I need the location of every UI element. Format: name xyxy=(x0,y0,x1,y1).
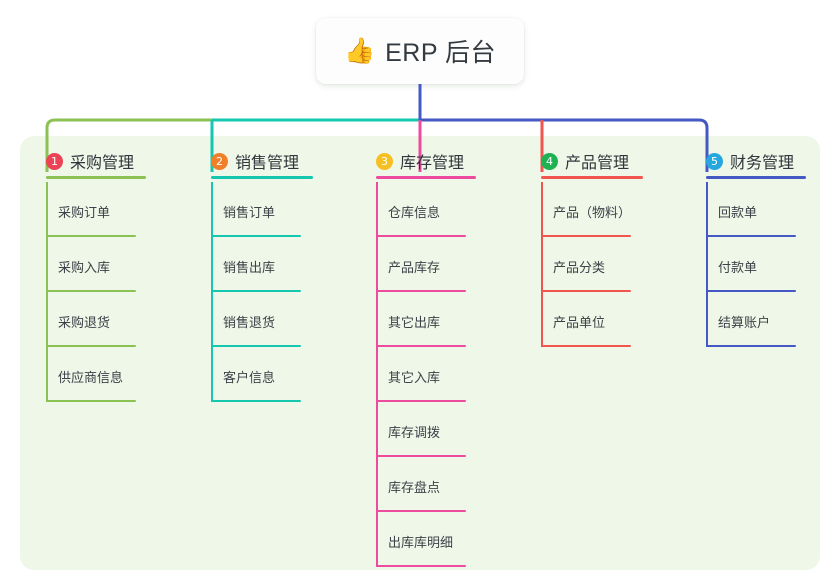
leaf-spine xyxy=(376,347,378,402)
leaf-label: 其它出库 xyxy=(388,315,441,330)
leaf-label: 产品单位 xyxy=(553,315,606,330)
leaf-spine xyxy=(706,292,708,347)
leaf-spine xyxy=(376,292,378,347)
leaf-label: 采购入库 xyxy=(58,260,111,275)
branch-title-1: 采购管理 xyxy=(70,155,135,172)
leaf-rule xyxy=(376,510,466,512)
leaf-spine xyxy=(376,402,378,457)
leaf-label: 回款单 xyxy=(718,205,758,220)
leaf-label: 销售退货 xyxy=(223,315,276,330)
leaf-spine xyxy=(211,182,213,237)
branch-badge-2: 2 xyxy=(211,152,228,170)
branch-header-5[interactable]: 5 财务管理 xyxy=(706,146,806,179)
leaf-rule xyxy=(376,400,466,402)
leaf-rule xyxy=(706,235,796,237)
leaf-label: 库存调拨 xyxy=(388,425,441,440)
leaf-rule xyxy=(46,400,136,402)
leaf-label: 销售订单 xyxy=(223,205,276,220)
branch-header-2[interactable]: 2 销售管理 xyxy=(211,146,313,179)
leaf-label: 结算账户 xyxy=(718,315,771,330)
leaf-rule xyxy=(46,290,136,292)
branch-header-3[interactable]: 3 库存管理 xyxy=(376,146,476,179)
branch-column-2: 2 销售管理销售订单销售出库销售退货客户信息 xyxy=(211,146,313,402)
leaf-spine xyxy=(376,237,378,292)
leaf-label: 产品（物料） xyxy=(553,205,632,220)
branch-title-5: 财务管理 xyxy=(730,155,795,172)
leaf-rule xyxy=(706,290,796,292)
branch-column-1: 1 采购管理采购订单采购入库采购退货供应商信息 xyxy=(46,146,146,402)
branch-rule-4 xyxy=(541,176,643,179)
leaf-rule xyxy=(706,345,796,347)
branch-title-2: 销售管理 xyxy=(235,155,300,172)
leaf-rule xyxy=(376,455,466,457)
leaf-spine xyxy=(211,347,213,402)
branch-title-3: 库存管理 xyxy=(400,155,465,172)
branch-badge-4: 4 xyxy=(541,152,558,170)
leaf-label: 销售出库 xyxy=(223,260,276,275)
leaf-label: 其它入库 xyxy=(388,370,441,385)
thumbs-up-icon: 👍 xyxy=(343,36,376,65)
connector-segment xyxy=(420,118,709,172)
leaf-label: 出库库明细 xyxy=(388,535,454,550)
leaf-label: 产品库存 xyxy=(388,260,441,275)
leaf-rule xyxy=(211,290,301,292)
branch-badge-3: 3 xyxy=(376,152,393,170)
leaf-spine xyxy=(376,182,378,237)
leaf-rule xyxy=(211,235,301,237)
branch-column-4: 4 产品管理产品（物料） 产品分类产品单位 xyxy=(541,146,643,347)
branch-rule-5 xyxy=(706,176,806,179)
branch-header-4[interactable]: 4 产品管理 xyxy=(541,146,643,179)
branch-badge-5: 5 xyxy=(706,152,723,170)
leaf-label: 供应商信息 xyxy=(58,370,124,385)
leaf-spine xyxy=(541,182,543,237)
leaf-spine xyxy=(376,512,378,567)
leaf-rule xyxy=(46,345,136,347)
leaf-rule xyxy=(376,565,466,567)
leaf-label: 采购退货 xyxy=(58,315,111,330)
leaf-spine xyxy=(541,292,543,347)
leaf-rule xyxy=(541,345,631,347)
root-title: ERP 后台 xyxy=(385,39,497,67)
leaf-label: 产品分类 xyxy=(553,260,606,275)
branch-rule-1 xyxy=(46,176,146,179)
leaf-label: 采购订单 xyxy=(58,205,111,220)
leaf-spine xyxy=(46,347,48,402)
leaf-rule xyxy=(211,400,301,402)
leaf-spine xyxy=(706,237,708,292)
branch-header-1[interactable]: 1 采购管理 xyxy=(46,146,146,179)
leaf-rule xyxy=(376,235,466,237)
root-node[interactable]: 👍 ERP 后台 xyxy=(316,18,524,84)
branches-panel xyxy=(20,136,820,570)
leaf-rule xyxy=(541,235,631,237)
leaf-rule xyxy=(376,345,466,347)
branch-title-4: 产品管理 xyxy=(565,155,630,172)
leaf-label: 仓库信息 xyxy=(388,205,441,220)
connector-segment xyxy=(45,118,212,172)
leaf-label: 付款单 xyxy=(718,260,758,275)
branch-column-3: 3 库存管理仓库信息产品库存其它出库其它入库库存调拨库存盘点出库库明细 xyxy=(376,146,476,567)
leaf-spine xyxy=(376,457,378,512)
leaf-spine xyxy=(211,292,213,347)
leaf-rule xyxy=(376,290,466,292)
leaf-spine xyxy=(706,182,708,237)
branch-rule-2 xyxy=(211,176,313,179)
leaf-rule xyxy=(211,345,301,347)
leaf-spine xyxy=(541,237,543,292)
leaf-label: 客户信息 xyxy=(223,370,276,385)
branch-rule-3 xyxy=(376,176,476,179)
branch-column-5: 5 财务管理回款单付款单结算账户 xyxy=(706,146,806,347)
leaf-spine xyxy=(46,292,48,347)
leaf-spine xyxy=(211,237,213,292)
leaf-label: 库存盘点 xyxy=(388,480,441,495)
branch-badge-1: 1 xyxy=(46,152,63,170)
leaf-spine xyxy=(46,237,48,292)
leaf-rule xyxy=(541,290,631,292)
leaf-spine xyxy=(46,182,48,237)
leaf-rule xyxy=(46,235,136,237)
